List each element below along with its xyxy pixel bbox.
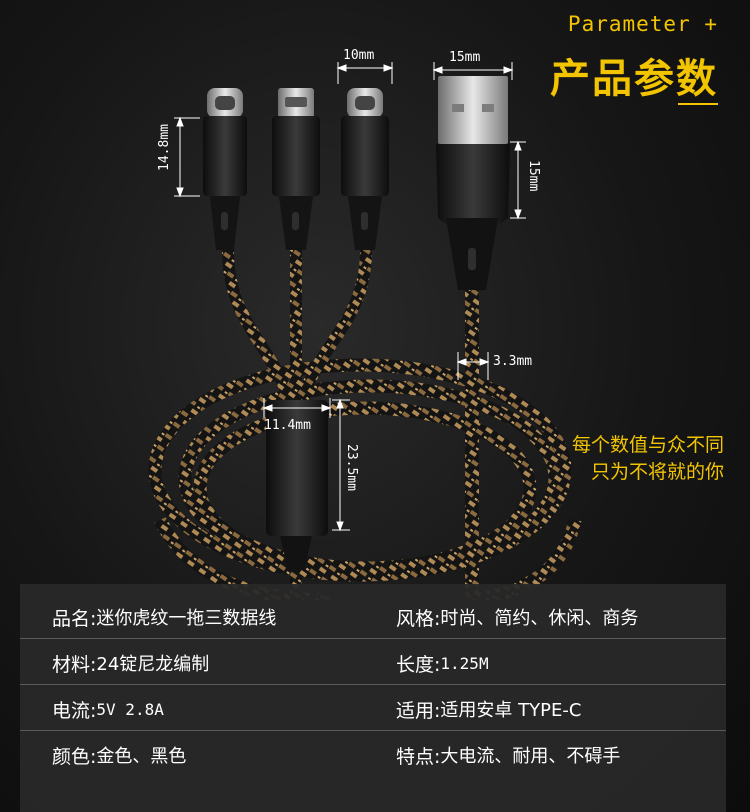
type-c-connector-right [341,88,389,250]
dim-splitter-width: 11.4mm [264,418,311,433]
slogan-line-1: 每个数值与众不同 [571,434,724,456]
usb-a-connector [436,76,510,290]
dim-connector-gap: 10mm [343,48,375,63]
dimension-lines [174,62,526,532]
spec-divider [20,684,726,685]
spec-label: 电流: [52,699,97,722]
spec-value: 适用安卓 TYPE-C [440,700,582,721]
product-illustration [148,62,582,600]
slogan-line-2: 只为不将就的你 [590,461,724,483]
spec-value: 大电流、耐用、不碍手 [440,746,621,767]
spec-row: 电流:5V 2.8A 适用:适用安卓 TYPE-C [20,686,726,732]
parameter-title: Parameter + [567,12,718,36]
spec-row: 颜色:金色、黑色 特点:大电流、耐用、不碍手 [20,732,726,778]
spec-current: 电流:5V 2.8A [52,696,164,723]
micro-usb-connector [272,88,320,250]
dim-splitter-length: 23.5mm [344,444,359,491]
spec-label: 材料: [52,653,97,676]
spec-label: 品名: [52,607,97,630]
dim-usb-length: 15mm [526,160,541,192]
splitter-housing [266,400,328,536]
spec-value: 5V 2.8A [96,699,164,719]
spec-divider [20,638,726,639]
spec-name: 品名:迷你虎纹一拖三数据线 [52,604,276,631]
spec-row: 品名:迷你虎纹一拖三数据线 风格:时尚、简约、休闲、商务 [20,594,726,640]
slogan: 每个数值与众不同 只为不将就的你 [572,432,724,486]
spec-label: 特点: [396,745,441,768]
spec-table: 品名:迷你虎纹一拖三数据线 风格:时尚、简约、休闲、商务 材料:24锭尼龙编制 … [20,584,726,812]
spec-label: 长度: [396,653,441,676]
spec-row: 材料:24锭尼龙编制 长度:1.25M [20,640,726,686]
spec-value: 迷你虎纹一拖三数据线 [96,608,277,629]
page-title: 产品参数 [550,56,718,102]
spec-features: 特点:大电流、耐用、不碍手 [396,742,620,769]
branch-cables [222,249,372,403]
spec-label: 适用: [396,699,441,722]
spec-value: 1.25M [440,653,489,673]
dim-usb-width: 15mm [449,50,481,65]
cable-coil [148,358,582,600]
type-c-connector-left [203,88,247,250]
spec-color: 颜色:金色、黑色 [52,742,186,769]
title-underline [678,103,718,105]
spec-style: 风格:时尚、简约、休闲、商务 [396,604,638,631]
spec-divider [20,730,726,731]
spec-value: 金色、黑色 [96,746,187,767]
splitter-tail [280,536,312,570]
dim-connector-length: 14.8mm [157,124,172,171]
spec-length: 长度:1.25M [396,650,489,677]
spec-material: 材料:24锭尼龙编制 [52,650,209,677]
spec-label: 颜色: [52,745,97,768]
spec-compatibility: 适用:适用安卓 TYPE-C [396,696,581,723]
spec-value: 时尚、简约、休闲、商务 [440,608,639,629]
dim-cable-diameter: 3.3mm [493,354,533,369]
spec-value: 24锭尼龙编制 [96,654,210,675]
spec-label: 风格: [396,607,441,630]
